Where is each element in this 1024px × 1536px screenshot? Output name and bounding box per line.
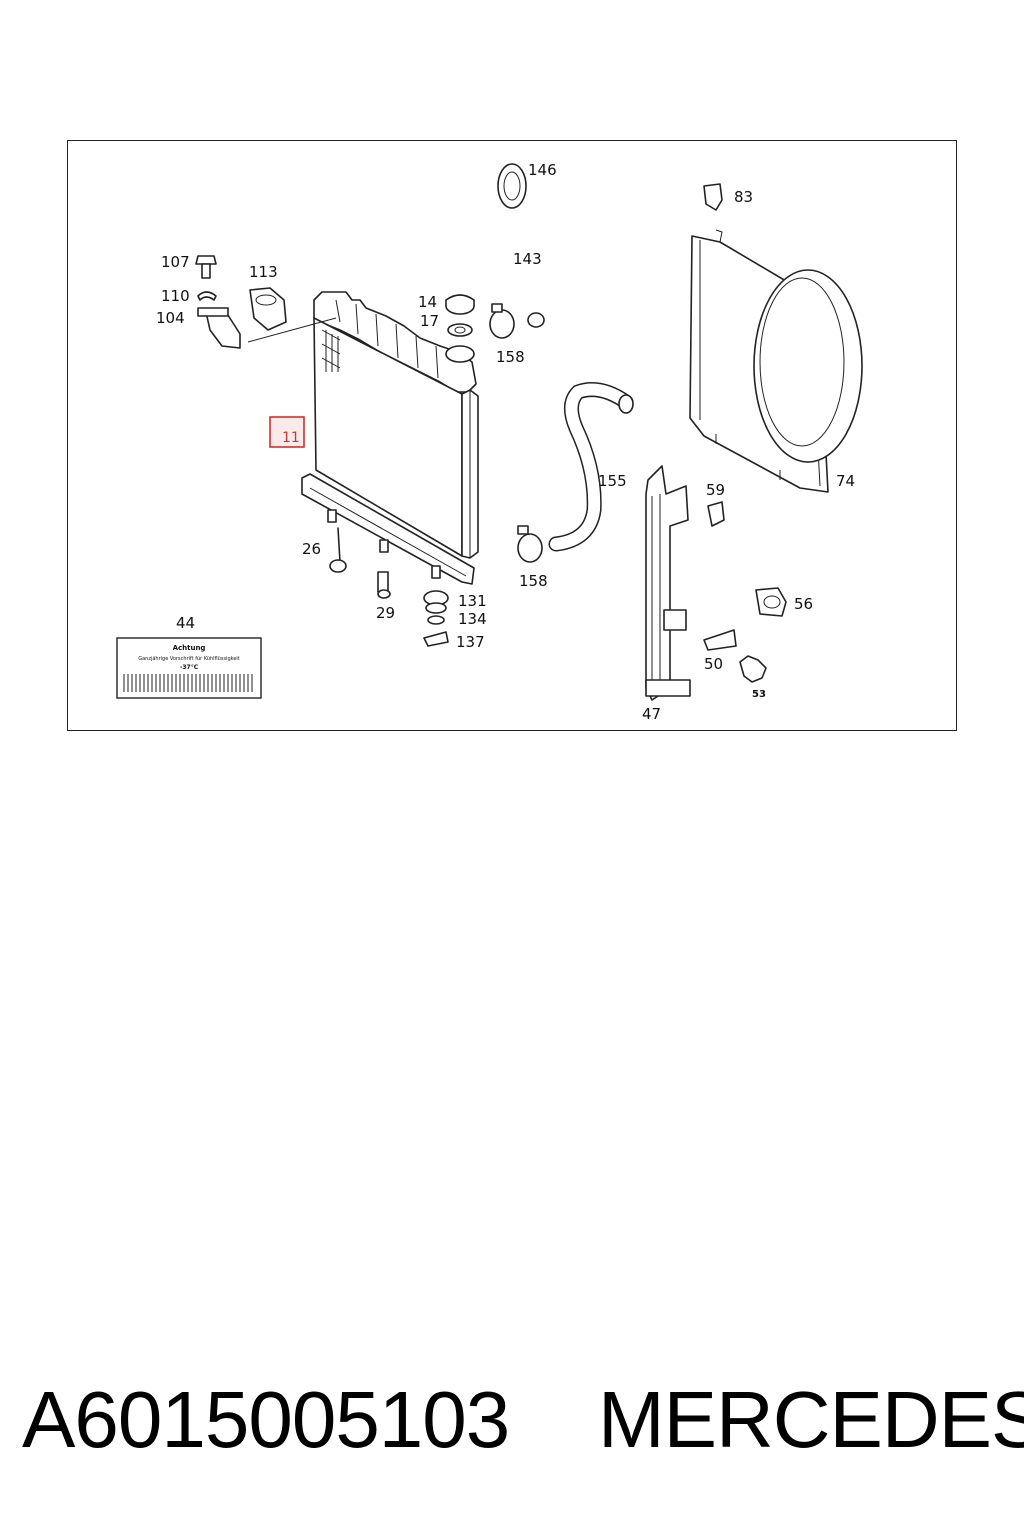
- callout-158-lower: 158: [519, 572, 548, 590]
- callout-137: 137: [456, 633, 485, 651]
- callout-155: 155: [598, 472, 627, 490]
- cap-and-clamp-drawing: [445, 294, 515, 339]
- lower-hose-drawing: [517, 382, 634, 563]
- callout-146: 146: [528, 161, 557, 179]
- callout-131: 131: [458, 592, 487, 610]
- parts-diagram: 11: [116, 161, 863, 723]
- callout-110: 110: [161, 287, 190, 305]
- warning-label-line1: Ganzjährige Vorschrift für Kühlflüssigke…: [138, 656, 240, 662]
- callout-113: 113: [249, 263, 278, 281]
- warning-label-line2: -37°C: [180, 664, 199, 671]
- callout-47: 47: [642, 705, 661, 723]
- drain-parts-drawing: [329, 527, 449, 647]
- callout-44: 44: [176, 614, 195, 632]
- callout-56: 56: [794, 595, 813, 613]
- callout-74: 74: [836, 472, 855, 490]
- warning-label-card: Achtung Ganzjährige Vorschrift für Kühlf…: [116, 637, 262, 699]
- part-number: A6015005103: [22, 1375, 510, 1464]
- parts-diagram-frame: [67, 140, 957, 731]
- callout-26: 26: [302, 540, 321, 558]
- callout-17: 17: [420, 312, 439, 330]
- callout-107: 107: [161, 253, 190, 271]
- callout-59: 59: [706, 481, 725, 499]
- footer-caption: A6015005103 MERCEDES: [0, 1370, 1024, 1470]
- callout-29: 29: [376, 604, 395, 622]
- warning-label-title: Achtung: [173, 644, 206, 652]
- upper-hose-drawing: [493, 163, 572, 328]
- callout-53: 53: [752, 689, 766, 700]
- radiator-drawing: [247, 291, 479, 585]
- callout-83: 83: [734, 188, 753, 206]
- mounting-parts-drawing: [195, 255, 287, 349]
- callout-50: 50: [704, 655, 723, 673]
- oil-cooler-drawing: [645, 465, 691, 701]
- callout-14: 14: [418, 293, 437, 311]
- callout-134: 134: [458, 610, 487, 628]
- highlight-box-11: [269, 416, 305, 448]
- fan-shroud-drawing: [689, 183, 863, 493]
- callout-158-upper: 158: [496, 348, 525, 366]
- callout-11: 11: [282, 430, 300, 446]
- callout-104: 104: [156, 309, 185, 327]
- callout-143: 143: [513, 250, 542, 268]
- brand-name: MERCEDES: [598, 1375, 1024, 1464]
- small-parts-drawing: [703, 501, 787, 683]
